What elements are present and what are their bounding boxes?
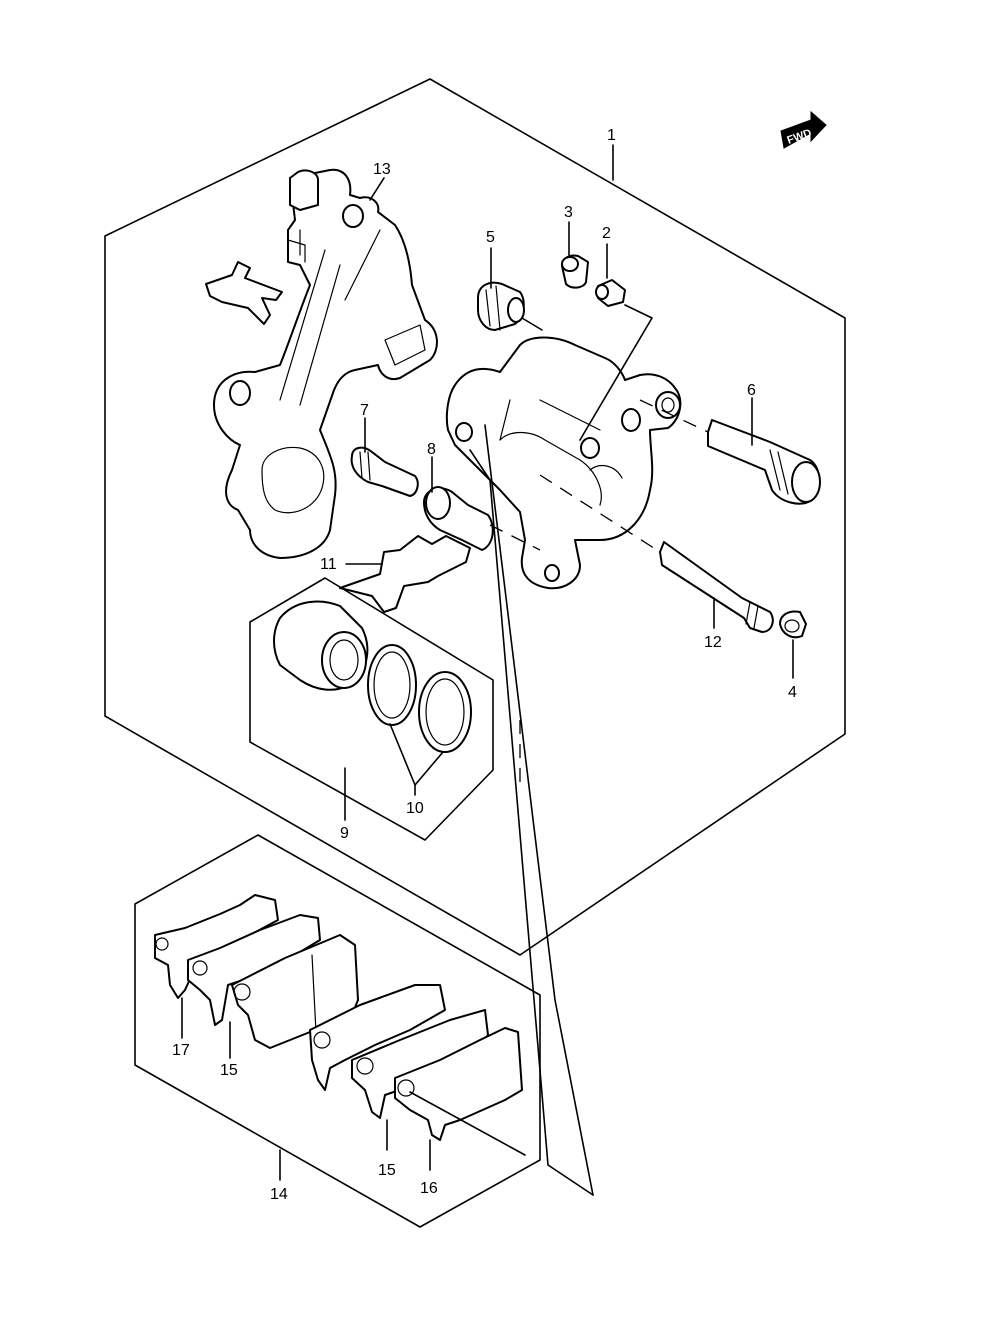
callout-5: 5 (486, 229, 495, 246)
callout-9: 9 (340, 825, 349, 842)
caliper-assembly-outline (104, 78, 846, 956)
callout-17: 17 (172, 1042, 190, 1059)
axis-6 (639, 399, 709, 433)
bleeder-cap (561, 254, 589, 289)
pad-groove-left (311, 954, 317, 1033)
fwd-direction-icon: FWD (780, 110, 827, 149)
caliper-bracket (213, 168, 438, 559)
leader-pad-set-b (469, 449, 594, 1196)
caliper-body (445, 336, 682, 590)
pin-bolt (659, 541, 774, 633)
callout-13: 13 (373, 161, 391, 178)
piston-seal-ring (367, 644, 417, 726)
bleeder-screw (595, 279, 626, 307)
slide-pin-long (707, 419, 821, 505)
leader-pad-set-a (484, 424, 594, 1196)
dust-seal-ring (418, 671, 472, 753)
callout-12: 12 (704, 634, 722, 651)
callout-16: 16 (420, 1180, 438, 1197)
leader-5b (521, 317, 543, 331)
callout-3: 3 (564, 204, 573, 221)
leader-2b (579, 304, 653, 441)
leader-13 (369, 177, 385, 201)
callout-10: 10 (406, 800, 424, 817)
callout-7: 7 (360, 402, 369, 419)
callout-6: 6 (747, 382, 756, 399)
pad-spring-clip (205, 261, 283, 325)
plug (779, 610, 807, 639)
leader-16-line (409, 1091, 526, 1156)
caliper-screw (350, 446, 419, 497)
callout-15b: 15 (378, 1162, 396, 1179)
callout-11: 11 (320, 556, 337, 573)
slide-pin-short (423, 486, 494, 551)
callout-1: 1 (607, 127, 616, 144)
callout-2: 2 (602, 225, 611, 242)
piston (273, 600, 369, 691)
pad-spring (339, 535, 471, 613)
callout-4: 4 (788, 684, 797, 701)
brake-pad-friction-right (309, 984, 446, 1091)
pin-boot (477, 281, 525, 331)
callout-8: 8 (427, 441, 436, 458)
callout-14: 14 (270, 1186, 288, 1203)
callout-15a: 15 (220, 1062, 238, 1079)
piston-kit-outline (249, 577, 494, 841)
pad-set-outline (134, 834, 541, 1228)
